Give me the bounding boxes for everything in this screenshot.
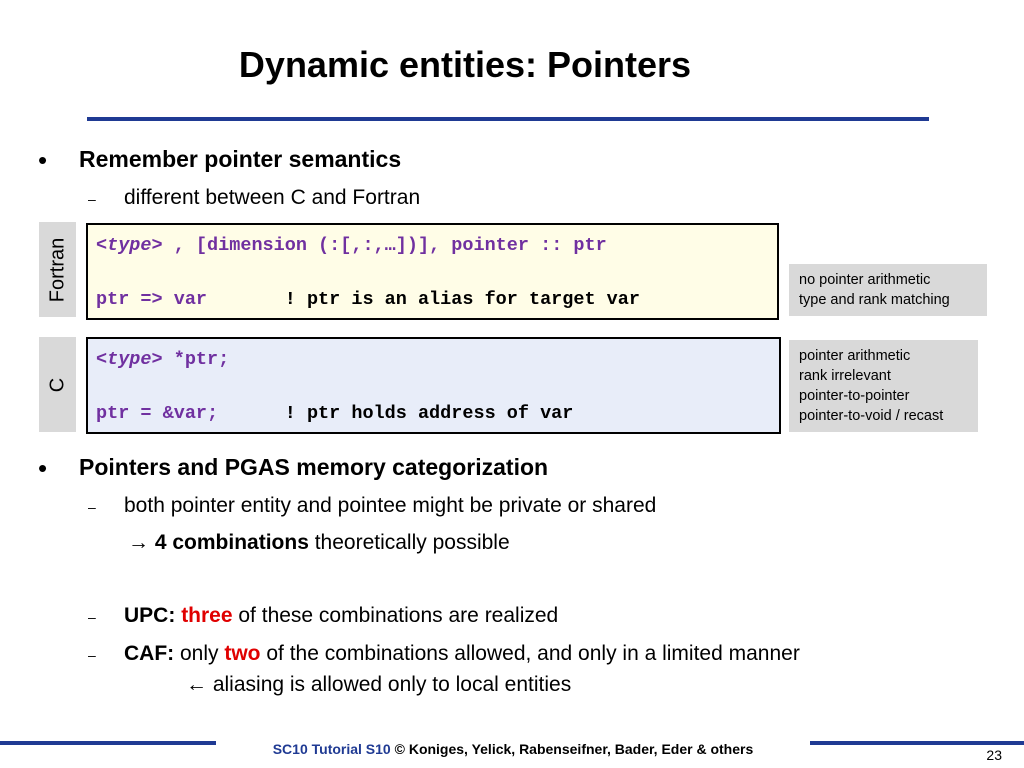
note-line: type and rank matching [799,292,950,308]
dash-glyph: – [88,191,96,207]
footer-credits: SC10 Tutorial S10 © Koniges, Yelick, Rab… [216,741,810,757]
code-text: ptr => var [96,289,285,310]
slide-title: Dynamic entities: Pointers [238,44,692,85]
combinations-rest: theoretically possible [308,531,510,554]
bullet-glyph: • [38,145,48,175]
upc-highlight: three [181,604,233,627]
dash-glyph: – [88,609,96,625]
aliasing-line: ← aliasing is allowed only to local enti… [186,673,571,697]
upc-rest: of these combinations are realized [232,604,559,627]
code-comment: ! ptr holds address of var [284,403,574,424]
code-text: , [dimension (:[,:,…])], pointer :: ptr [162,235,607,256]
dash-glyph: – [88,647,96,663]
caf-highlight: two [224,642,261,665]
arrow-left-icon: ← [186,673,207,696]
note-line: pointer arithmetic [799,348,911,364]
sub-item-text: different between C and Fortran [124,186,421,209]
sub-item-text: both pointer entity and pointee might be… [124,494,657,517]
dash-glyph: – [88,499,96,515]
note-line: pointer-to-pointer [799,388,910,404]
fortran-notes: no pointer arithmetic type and rank matc… [789,264,987,316]
footer-tutorial: SC10 Tutorial S10 [272,741,391,757]
arrow-right-icon: → [128,531,149,554]
type-placeholder: <type> [96,235,163,256]
code-comment: ! ptr is an alias for target var [284,289,640,310]
code-text: *ptr; [162,349,230,370]
aliasing-text: aliasing is allowed only to local entiti… [207,673,572,696]
note-line: no pointer arithmetic [799,272,931,288]
caf-rest: of the combinations allowed, and only in… [260,642,800,665]
combinations-bold: 4 combinations [154,531,309,554]
c-notes: pointer arithmetic rank irrelevant point… [789,340,978,432]
footer-authors: © Koniges, Yelick, Rabenseifner, Bader, … [390,741,754,757]
title-underline [87,117,929,121]
note-line: rank irrelevant [799,368,891,384]
upc-label: UPC: [124,604,176,627]
page-number: 23 [986,747,1002,763]
combinations-line: → 4 combinations theoretically possible [128,531,510,555]
fortran-code-line-2: ptr => var ! ptr is an alias for target … [96,289,640,310]
bullet-glyph: • [38,453,48,483]
caf-line: CAF: only two of the combinations allowe… [124,642,800,666]
fortran-label: Fortran [46,237,68,302]
fortran-code-box: <type> , [dimension (:[,:,…])], pointer … [86,223,779,320]
c-code-line-2: ptr = &var; ! ptr holds address of var [96,403,573,424]
bullet-heading-2: Pointers and PGAS memory categorization [79,454,549,480]
type-placeholder: <type> [96,349,163,370]
upc-line: UPC: three of these combinations are rea… [124,604,558,628]
footer-rule-right [810,741,1024,745]
c-code-line-1: <type> *ptr; [96,349,229,370]
caf-label: CAF: [124,642,175,665]
note-line: pointer-to-void / recast [799,408,944,424]
footer-rule-left [0,741,216,745]
c-code-box: <type> *ptr; ptr = &var; ! ptr holds add… [86,337,781,434]
fortran-code-line-1: <type> , [dimension (:[,:,…])], pointer … [96,235,607,256]
code-text: ptr = &var; [96,403,285,424]
fortran-label-box: Fortran [39,222,76,317]
caf-only: only [174,642,225,665]
c-label-box: C [39,337,76,432]
c-label: C [46,377,68,392]
bullet-heading-1: Remember pointer semantics [79,146,402,172]
